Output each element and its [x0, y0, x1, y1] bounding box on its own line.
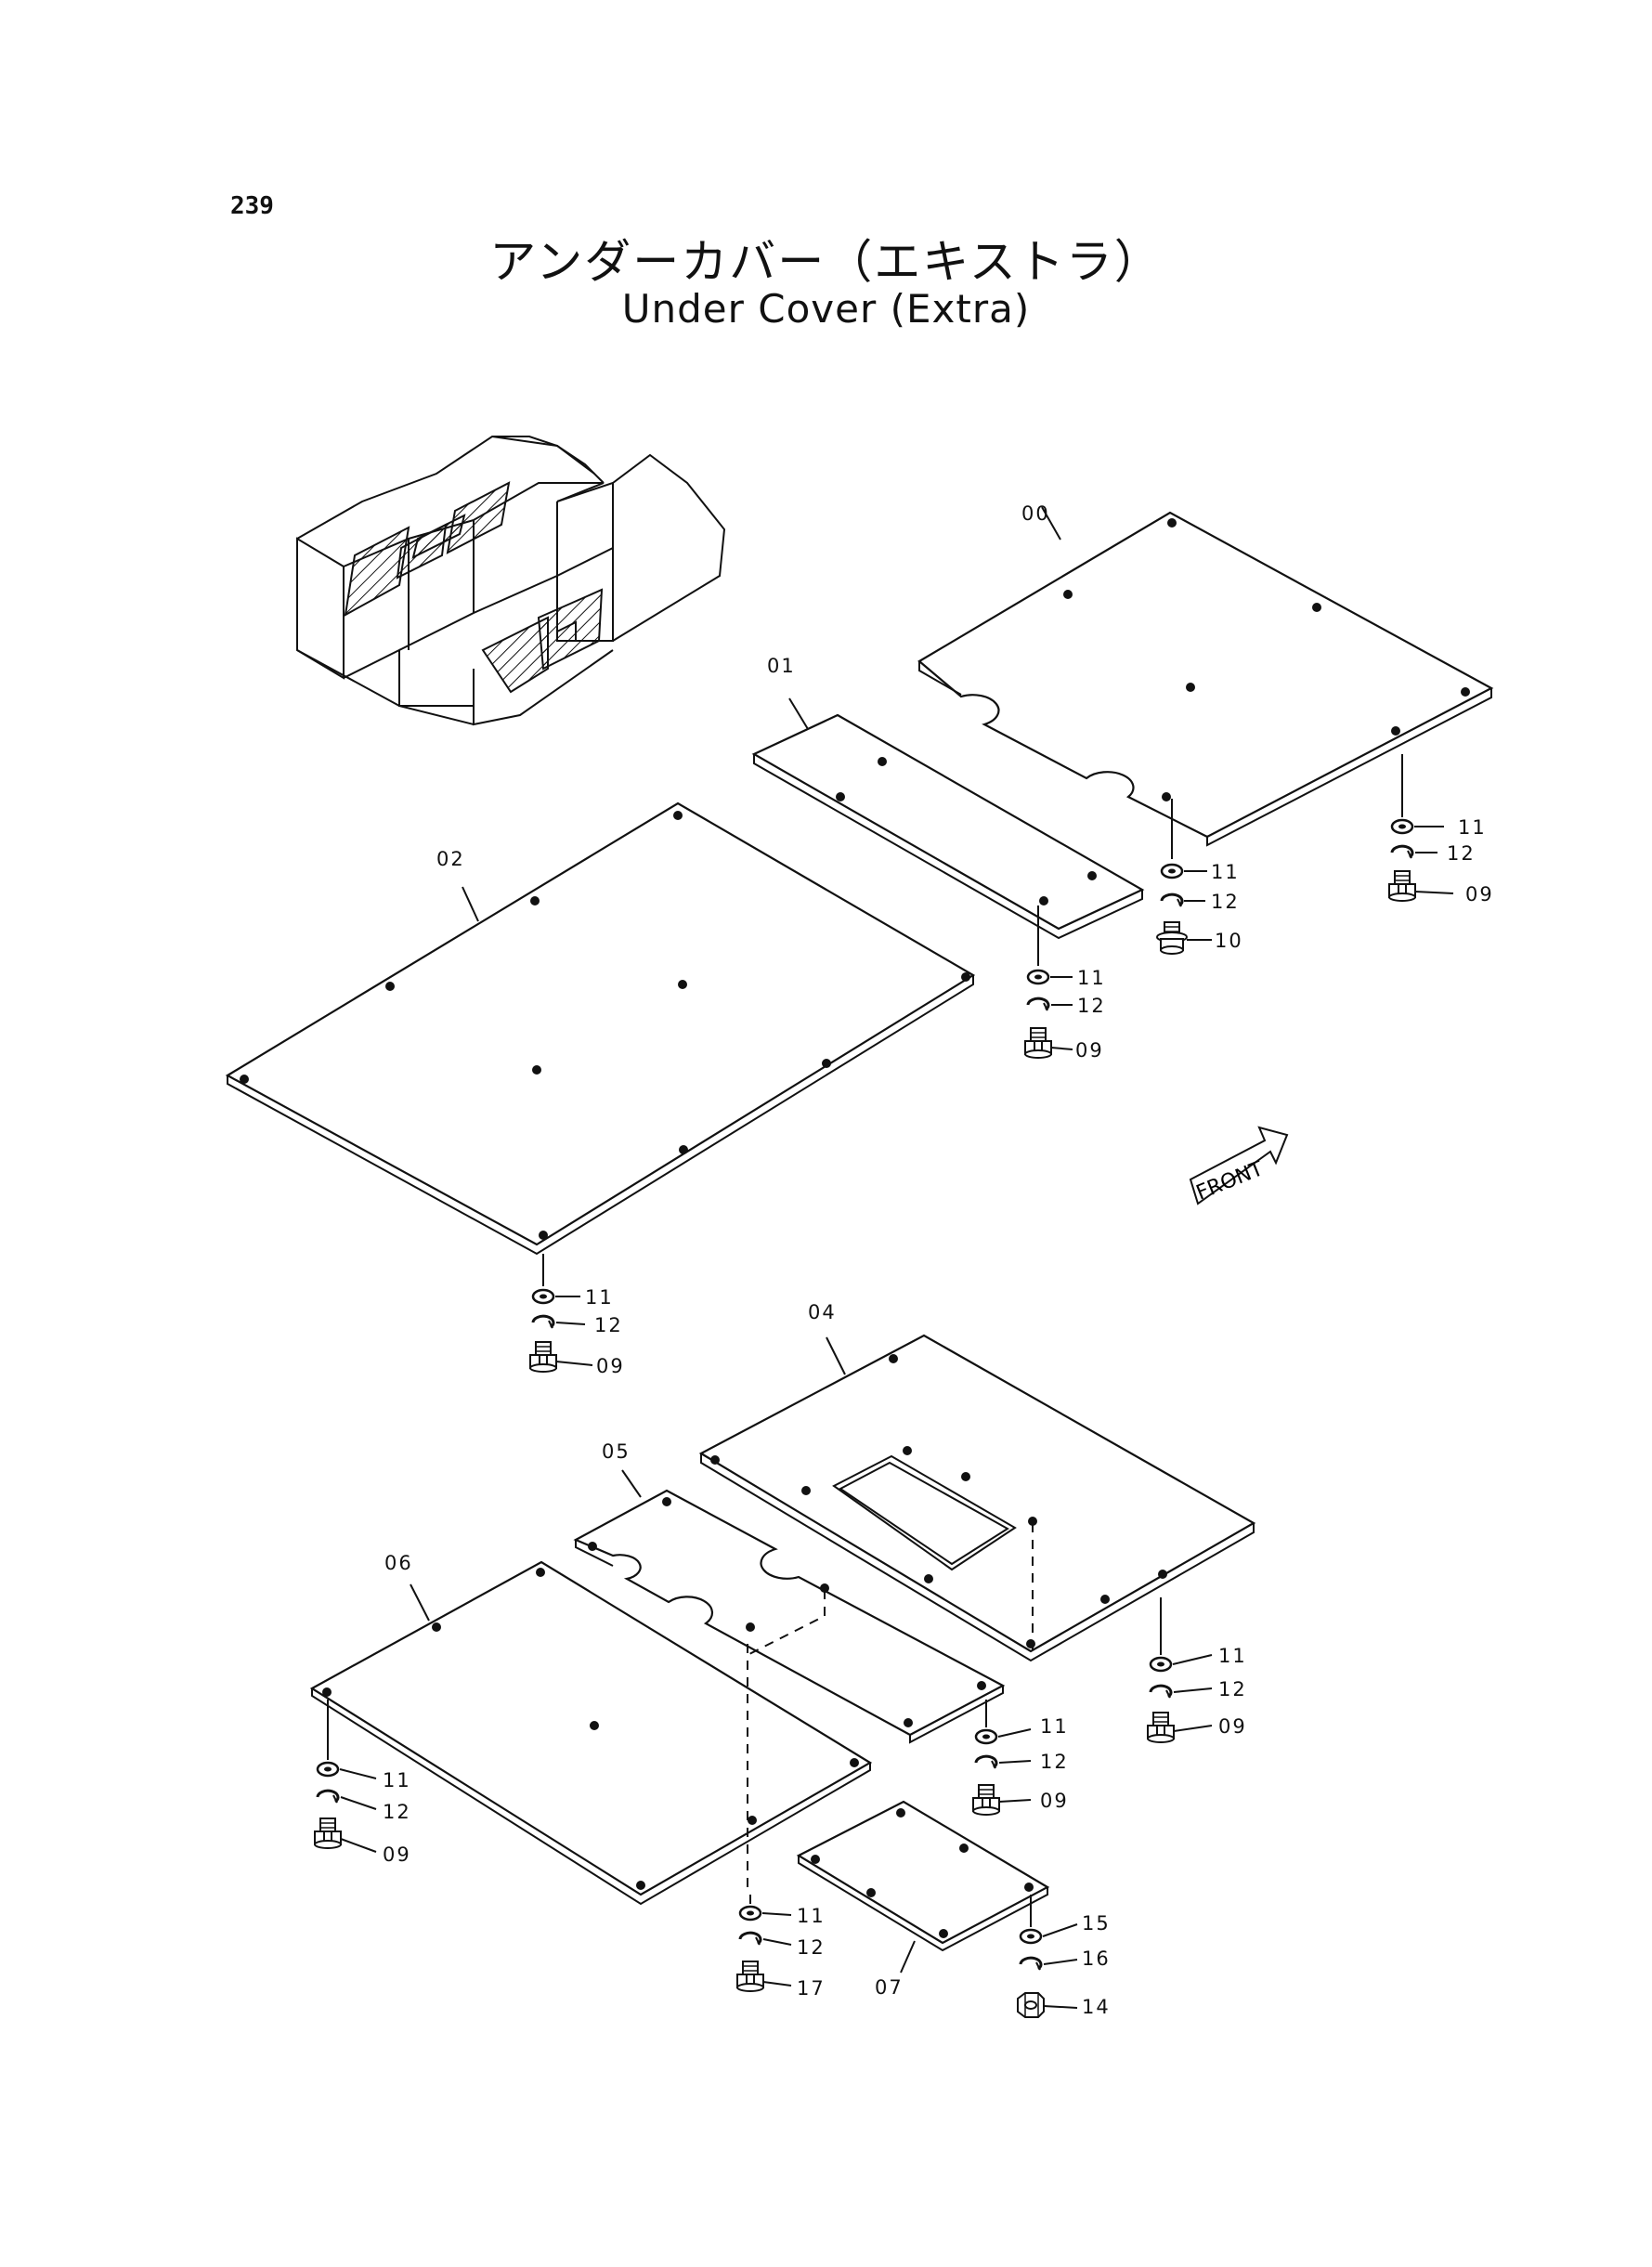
label-part-00: 00	[1021, 502, 1050, 525]
label-hw-11: 11	[797, 1905, 826, 1927]
label-hw-16: 16	[1082, 1948, 1111, 1970]
label-hw-12: 12	[1211, 891, 1240, 913]
part-02-plate	[225, 801, 976, 1256]
part-04-plate	[698, 1334, 1256, 1662]
label-hw-12: 12	[1040, 1751, 1069, 1773]
part-00-plate	[917, 511, 1494, 847]
label-part-02: 02	[436, 848, 465, 870]
hardware-stack: 11 12 09	[1024, 905, 1106, 1062]
label-hw-09: 09	[1075, 1039, 1104, 1062]
hardware-stack: 11 12 09	[1147, 1597, 1247, 1743]
label-hw-11: 11	[1040, 1715, 1069, 1738]
label-hw-11: 11	[1211, 861, 1240, 883]
label-hw-09: 09	[596, 1355, 625, 1377]
label-hw-14: 14	[1082, 1996, 1111, 2018]
label-hw-12: 12	[594, 1314, 623, 1336]
label-part-01: 01	[767, 655, 796, 677]
hardware-stack: 11 12 09	[972, 1700, 1069, 1816]
front-direction-indicator: FRONT	[1189, 1126, 1289, 1205]
title-english: Under Cover (Extra)	[621, 286, 1031, 332]
label-hw-12: 12	[797, 1936, 826, 1959]
part-01-plate	[751, 713, 1145, 940]
label-hw-11: 11	[383, 1769, 411, 1791]
label-hw-11: 11	[1458, 816, 1487, 839]
hardware-stack: 15 16 14	[1017, 1895, 1111, 2018]
label-hw-09: 09	[1040, 1790, 1069, 1812]
title-japanese: アンダーカバー（エキストラ）	[489, 235, 1163, 289]
label-hw-11: 11	[1077, 967, 1106, 989]
label-hw-12: 12	[383, 1801, 411, 1823]
part-06-plate	[309, 1560, 873, 1906]
label-part-04: 04	[808, 1301, 837, 1323]
label-hw-11: 11	[585, 1286, 614, 1309]
label-hw-09: 09	[383, 1844, 411, 1866]
label-hw-09: 09	[1218, 1715, 1247, 1738]
label-part-07: 07	[875, 1976, 904, 1999]
hardware-stack: 11 12 09	[1388, 754, 1494, 905]
label-hw-15: 15	[1082, 1912, 1111, 1935]
hardware-stack: 11 12 09	[529, 1254, 625, 1377]
hardware-stack: 11 12 09	[314, 1700, 411, 1866]
page-number: 239	[230, 192, 274, 220]
label-hw-12: 12	[1077, 995, 1106, 1017]
label-part-06: 06	[384, 1552, 413, 1574]
label-hw-12: 12	[1447, 842, 1476, 865]
label-hw-10: 10	[1215, 930, 1243, 952]
hardware-stack: 11 12 17	[736, 1895, 826, 2000]
label-hw-11: 11	[1218, 1645, 1247, 1667]
hardware-stack: 11 12 10	[1156, 799, 1243, 955]
label-hw-09: 09	[1465, 883, 1494, 905]
machine-overview-sketch	[296, 435, 726, 726]
part-05-plate	[573, 1489, 1006, 1744]
label-hw-17: 17	[797, 1977, 826, 2000]
label-hw-12: 12	[1218, 1678, 1247, 1700]
part-07-plate	[796, 1800, 1050, 1952]
label-part-05: 05	[602, 1440, 631, 1463]
